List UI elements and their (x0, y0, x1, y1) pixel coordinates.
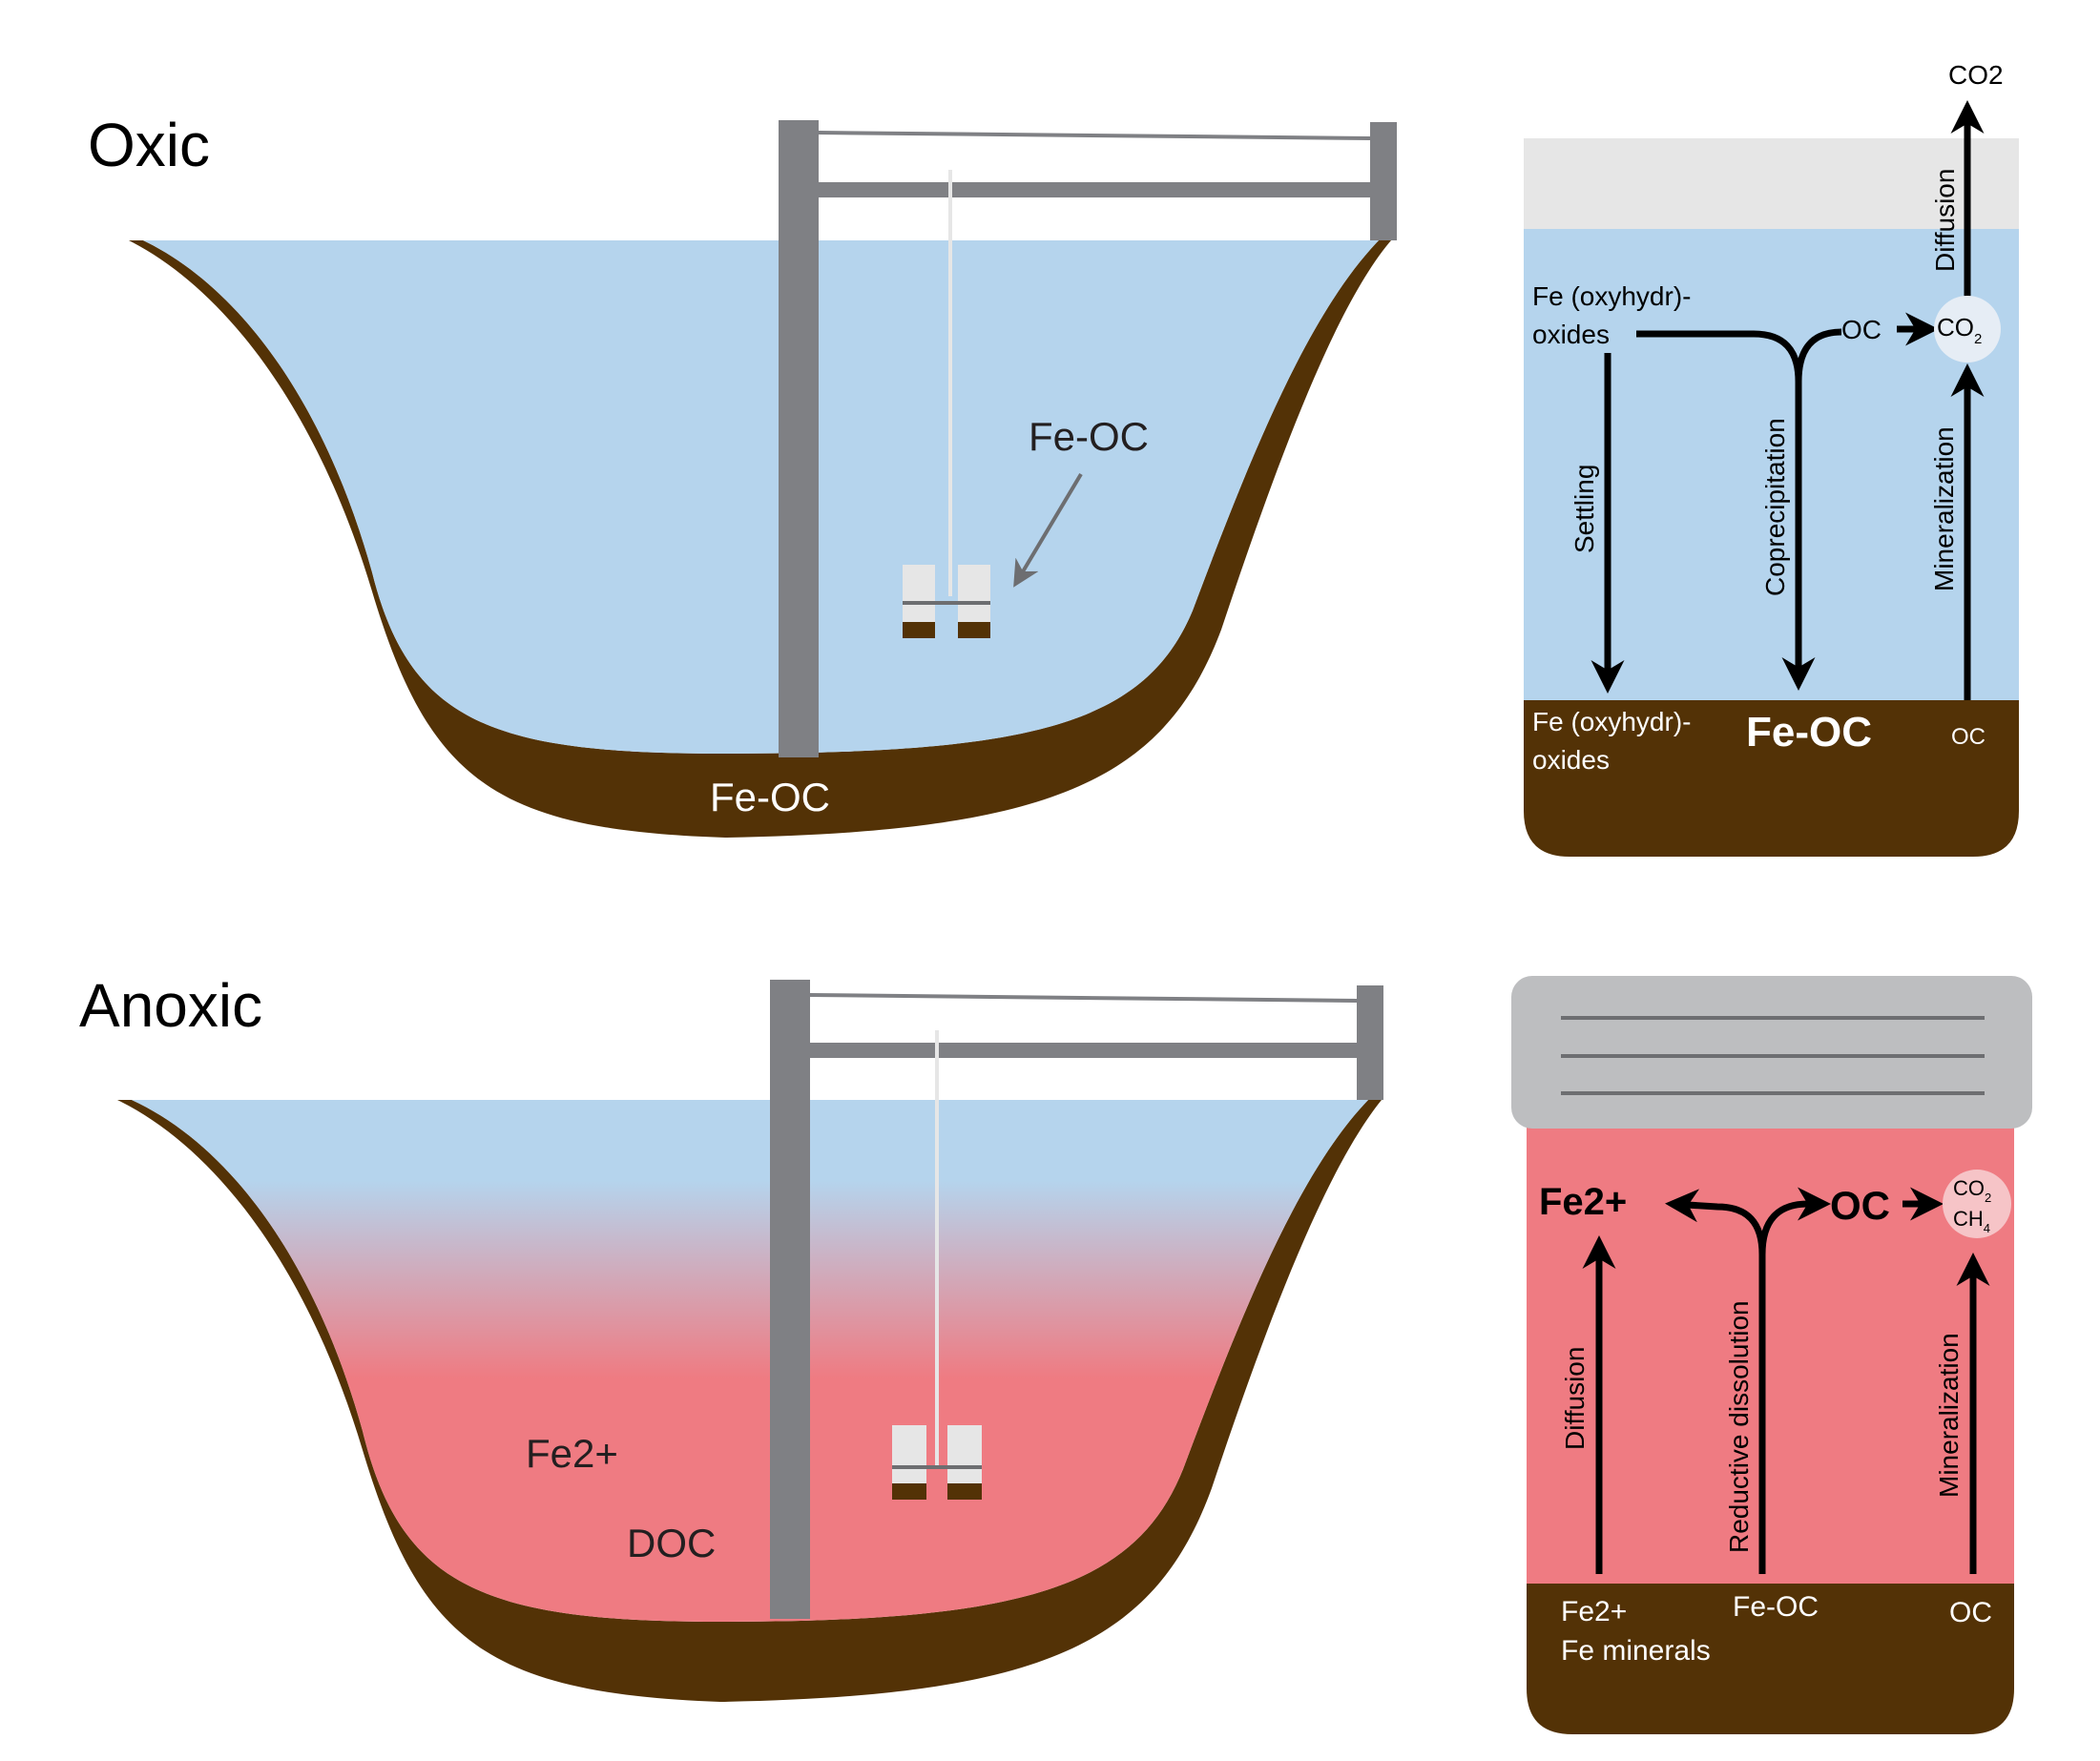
oxic-box: CO2 CO2 Diffusion Fe (oxyhydr)- oxides O… (1524, 60, 2019, 857)
oxic-frame-beam (819, 182, 1370, 197)
anoxic-title: Anoxic (79, 971, 262, 1040)
oxic-sample-label: Fe-OC (1029, 414, 1149, 459)
anoxic-branch-arrow (1758, 1187, 1831, 1255)
oxic-bottom-mid: Fe-OC (1746, 709, 1872, 756)
oxic-settling-label: Settling (1570, 465, 1599, 553)
anoxic-oc-label: OC (1830, 1183, 1890, 1228)
oxic-box-sediment (1524, 700, 2019, 857)
oxic-branch-arrow (1795, 328, 1842, 383)
oxic-diffusion-label: Diffusion (1930, 169, 1960, 272)
anoxic-doc-label: DOC (627, 1521, 716, 1565)
anoxic-box-sediment (1527, 1584, 2014, 1734)
anoxic-bottom-right: OC (1949, 1597, 1992, 1628)
anoxic-ch4-circle-label: CH4 (1953, 1207, 1990, 1235)
oxic-frame-post (1370, 122, 1397, 240)
oxic-bottom-right: OC (1951, 724, 1986, 750)
oxic-co2-circle (1934, 296, 2001, 363)
oxic-box-headspace (1524, 138, 2019, 229)
anoxic-mineralization-label: Mineralization (1934, 1333, 1964, 1498)
oxic-sediment-label: Fe-OC (710, 775, 830, 819)
anoxic-co2-circle-label: CO2 (1953, 1176, 1991, 1205)
oxic-top-label: CO2 (1948, 60, 2004, 90)
anoxic-frame-wire (809, 993, 1358, 1003)
oxic-bottom-left-line2: oxides (1532, 745, 1610, 775)
oxic-oc-mid: OC (1841, 315, 1882, 344)
anoxic-fe-label: Fe2+ (526, 1431, 618, 1476)
anoxic-box-lid (1511, 976, 2032, 1129)
anoxic-bottom-mid: Fe-OC (1733, 1591, 1819, 1623)
anoxic-frame-beam (810, 1043, 1357, 1058)
anoxic-frame-post (1357, 985, 1383, 1100)
anoxic-diffusion-label: Diffusion (1560, 1347, 1590, 1450)
anoxic-box: CO2 CH4 Fe2+ OC Diffusion Reductive diss… (1511, 976, 2032, 1734)
oxic-sampler (903, 565, 990, 638)
anoxic-lake: Fe2+ DOC (117, 980, 1383, 1702)
oxic-source-line2: oxides (1532, 320, 1610, 349)
oxic-frame-pole (779, 120, 819, 757)
anoxic-sampler (892, 1425, 982, 1500)
anoxic-gas-circle (1943, 1170, 2011, 1238)
anoxic-frame-pole (770, 980, 810, 1619)
oxic-lake: Fe-OC Fe-OC (129, 120, 1397, 838)
oxic-lake-water (143, 240, 1379, 754)
oxic-sample-arrow (1013, 472, 1083, 588)
oxic-co2-circle-label: CO2 (1937, 313, 1982, 347)
anoxic-lake-water (132, 1100, 1368, 1622)
anoxic-bottom-left-line2: Fe minerals (1561, 1635, 1711, 1667)
oxic-title: Oxic (88, 111, 210, 179)
oxic-bottom-left-line1: Fe (oxyhydr)- (1532, 707, 1691, 736)
oxic-source-line1: Fe (oxyhydr)- (1532, 281, 1691, 311)
oxic-mineralization-label: Mineralization (1929, 426, 1959, 591)
anoxic-reductive-label: Reductive dissolution (1724, 1300, 1754, 1553)
oxic-frame-wire (818, 131, 1371, 140)
anoxic-fe2-label: Fe2+ (1539, 1181, 1627, 1223)
anoxic-bottom-left-line1: Fe2+ (1561, 1596, 1627, 1627)
oxic-coprecipitation-label: Coprecipitation (1760, 418, 1790, 596)
